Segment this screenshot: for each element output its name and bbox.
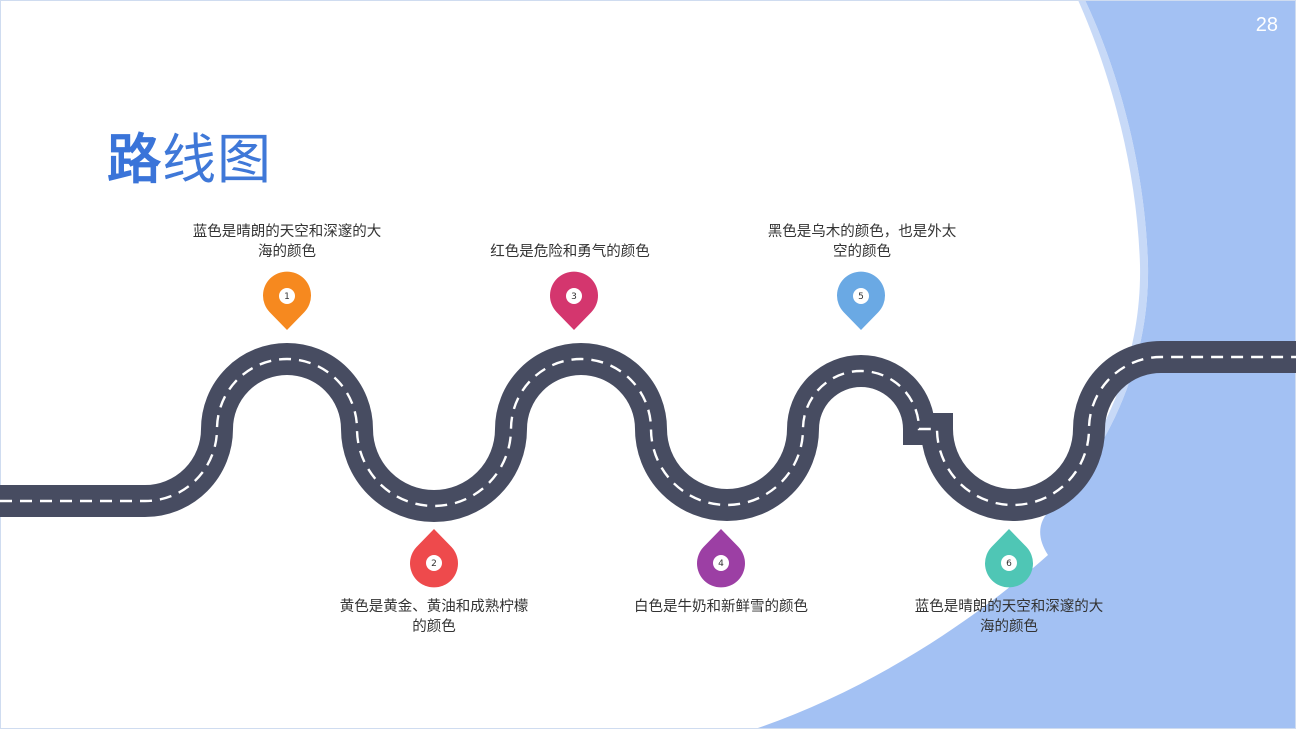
page-title: 路线图 [107, 127, 272, 191]
pin-number: 5 [858, 292, 864, 302]
title-bold-part: 路 [107, 127, 162, 191]
milestone-caption-2: 黄色是黄金、黄油和成熟柠檬的颜色 [339, 599, 529, 635]
milestone-pins: 1 2 3 4 5 6 [263, 271, 1033, 588]
milestone-pin-6: 6 [985, 529, 1033, 588]
road-center-line [0, 355, 1296, 508]
pin-number: 6 [1006, 559, 1012, 569]
pin-center [713, 555, 729, 571]
background-shape [755, 0, 1296, 729]
page-number: 28 [1255, 14, 1278, 36]
pin-center [853, 288, 869, 304]
winding-road [0, 341, 1296, 522]
milestone-caption-4: 白色是牛奶和新鲜雪的颜色 [634, 599, 808, 615]
milestone-caption-1: 蓝色是晴朗的天空和深邃的大海的颜色 [192, 224, 382, 260]
milestone-caption-3: 红色是危险和勇气的颜色 [490, 244, 650, 260]
milestone-caption-6: 蓝色是晴朗的天空和深邃的大海的颜色 [914, 599, 1104, 635]
milestone-pin-4: 4 [697, 529, 746, 588]
milestone-caption-5: 黑色是乌木的颜色，也是外太空的颜色 [767, 224, 957, 260]
milestone-pin-1: 1 [263, 271, 312, 330]
title-rest-part: 线图 [162, 128, 272, 191]
pin-center [566, 288, 582, 304]
pin-number: 4 [718, 559, 724, 569]
pin-center [279, 288, 295, 304]
pin-center [426, 555, 442, 571]
pin-center [1001, 555, 1017, 571]
milestone-pin-2: 2 [410, 529, 459, 588]
milestone-pin-5: 5 [837, 271, 885, 330]
pin-number: 3 [571, 292, 577, 302]
pin-number: 2 [431, 559, 437, 569]
pin-number: 1 [284, 292, 290, 302]
milestone-pin-3: 3 [550, 271, 599, 330]
